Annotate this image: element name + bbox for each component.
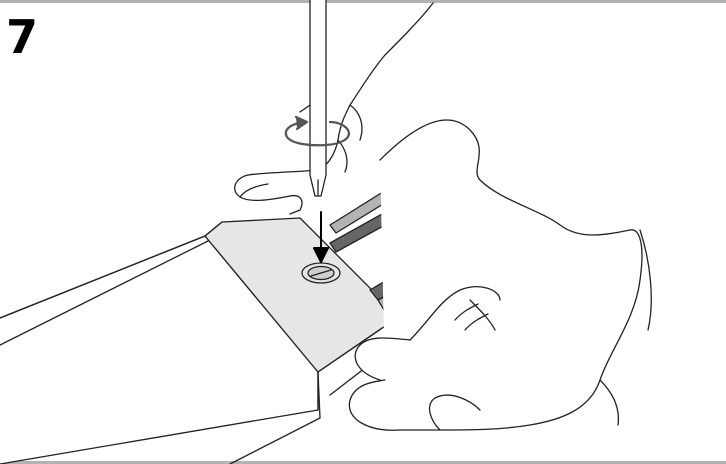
holding-hand — [349, 120, 651, 430]
screwdriver-icon — [310, 0, 326, 196]
screw-head — [302, 263, 340, 283]
step-number: 7 — [6, 14, 38, 60]
